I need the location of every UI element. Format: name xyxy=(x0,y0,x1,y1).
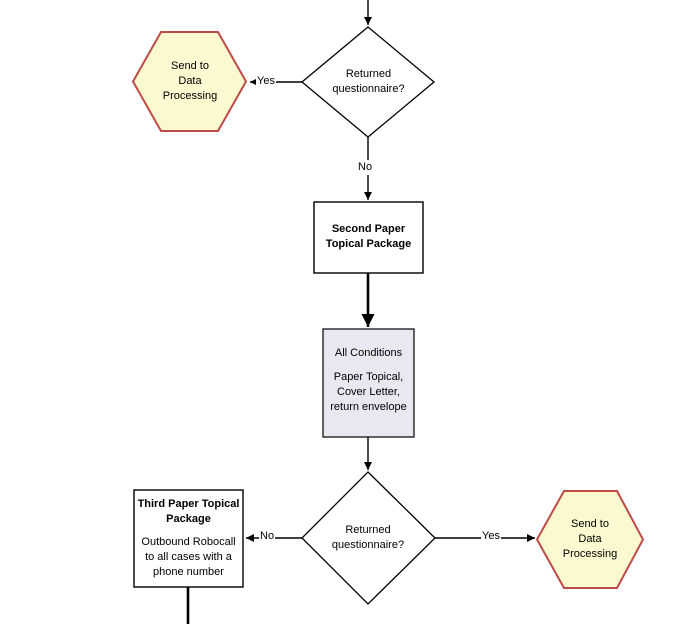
conditions-title: All Conditions xyxy=(334,347,403,359)
conditions-body: Paper Topical, Cover Letter, return enve… xyxy=(330,371,407,413)
terminator1-label: Send to Data Processing xyxy=(162,60,218,102)
process3-shape xyxy=(133,489,244,588)
process1-shape xyxy=(313,201,424,274)
edge-label-yes2: Yes xyxy=(481,529,501,544)
terminator2-label: Send to Data Processing xyxy=(562,518,618,560)
decision1-label: Returned questionnaire? xyxy=(332,68,405,95)
edge-label-no1: No xyxy=(357,160,374,175)
conditions-shape xyxy=(322,328,415,438)
edge-label-yes1: Yes xyxy=(256,74,276,89)
decision1-shape xyxy=(300,26,436,138)
edge-label-no2: No xyxy=(259,529,276,544)
process3-title: Third Paper Topical Package xyxy=(137,498,240,525)
decision2-label: Returned questionnaire? xyxy=(331,524,405,551)
decision2-shape xyxy=(301,471,436,605)
process1-label: Second Paper Topical Package xyxy=(325,223,412,250)
process3-body: Outbound Robocall to all cases with a ph… xyxy=(141,536,236,578)
terminator2-shape xyxy=(535,490,645,589)
terminator1-shape xyxy=(131,31,248,132)
